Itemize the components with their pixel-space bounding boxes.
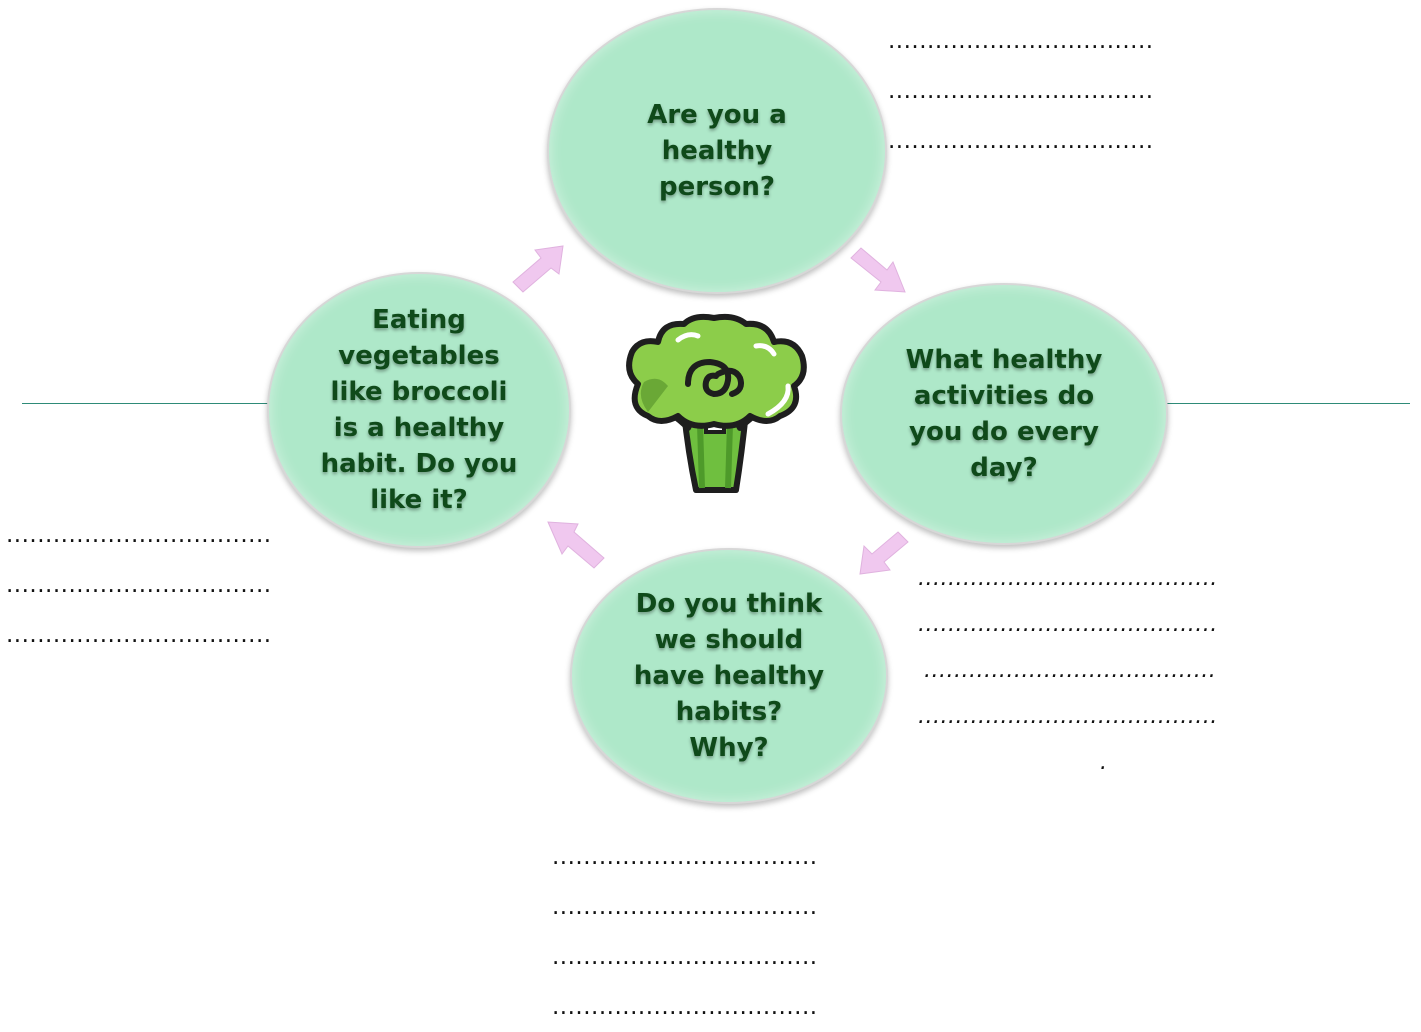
left-divider-line bbox=[22, 403, 272, 404]
answer-line[interactable]: ....................................... bbox=[924, 658, 1217, 683]
bubble-left: Eating vegetables like broccoli is a hea… bbox=[267, 272, 571, 548]
answer-line[interactable]: .................................. bbox=[552, 994, 818, 1020]
answer-line[interactable]: .................................. bbox=[552, 944, 818, 970]
answer-lines-bottom: .................................. .....… bbox=[552, 832, 818, 1032]
right-divider-line bbox=[1162, 403, 1410, 404]
answer-lines-right: ........................................… bbox=[918, 556, 1218, 786]
answer-line[interactable]: .................................. bbox=[888, 28, 1154, 54]
answer-lines-top-right: .................................. .....… bbox=[888, 16, 1154, 166]
broccoli-icon bbox=[626, 313, 807, 493]
answer-line[interactable]: .................................. bbox=[6, 622, 272, 648]
answer-line[interactable]: ........................................ bbox=[918, 612, 1218, 637]
answer-line[interactable]: .................................. bbox=[552, 844, 818, 870]
answer-line[interactable]: .................................. bbox=[888, 128, 1154, 154]
answer-line[interactable]: ........................................ bbox=[918, 566, 1218, 591]
arrow-icon-left-to-top bbox=[512, 245, 564, 293]
answer-line[interactable]: .................................. bbox=[888, 78, 1154, 104]
bubble-top: Are you a healthy person? bbox=[547, 8, 887, 294]
answer-line[interactable]: . bbox=[1100, 750, 1108, 775]
bubble-right: What healthy activities do you do every … bbox=[840, 283, 1168, 545]
bubble-right-text: What healthy activities do you do every … bbox=[905, 345, 1103, 483]
arrow-icon-bottom-to-left bbox=[547, 521, 605, 569]
answer-line[interactable]: .................................. bbox=[552, 894, 818, 920]
answer-line[interactable]: ........................................ bbox=[918, 704, 1218, 729]
answer-line[interactable]: .................................. bbox=[6, 522, 272, 548]
arrow-icon-right-to-bottom bbox=[859, 531, 909, 575]
answer-lines-left: .................................. .....… bbox=[6, 510, 272, 660]
bubble-bottom-text: Do you think we should have healthy habi… bbox=[633, 589, 825, 763]
bubble-bottom: Do you think we should have healthy habi… bbox=[570, 548, 888, 804]
bubble-left-text: Eating vegetables like broccoli is a hea… bbox=[320, 305, 518, 515]
bubble-top-text: Are you a healthy person? bbox=[647, 100, 787, 202]
answer-line[interactable]: .................................. bbox=[6, 572, 272, 598]
arrow-icon-top-to-right bbox=[850, 247, 906, 293]
